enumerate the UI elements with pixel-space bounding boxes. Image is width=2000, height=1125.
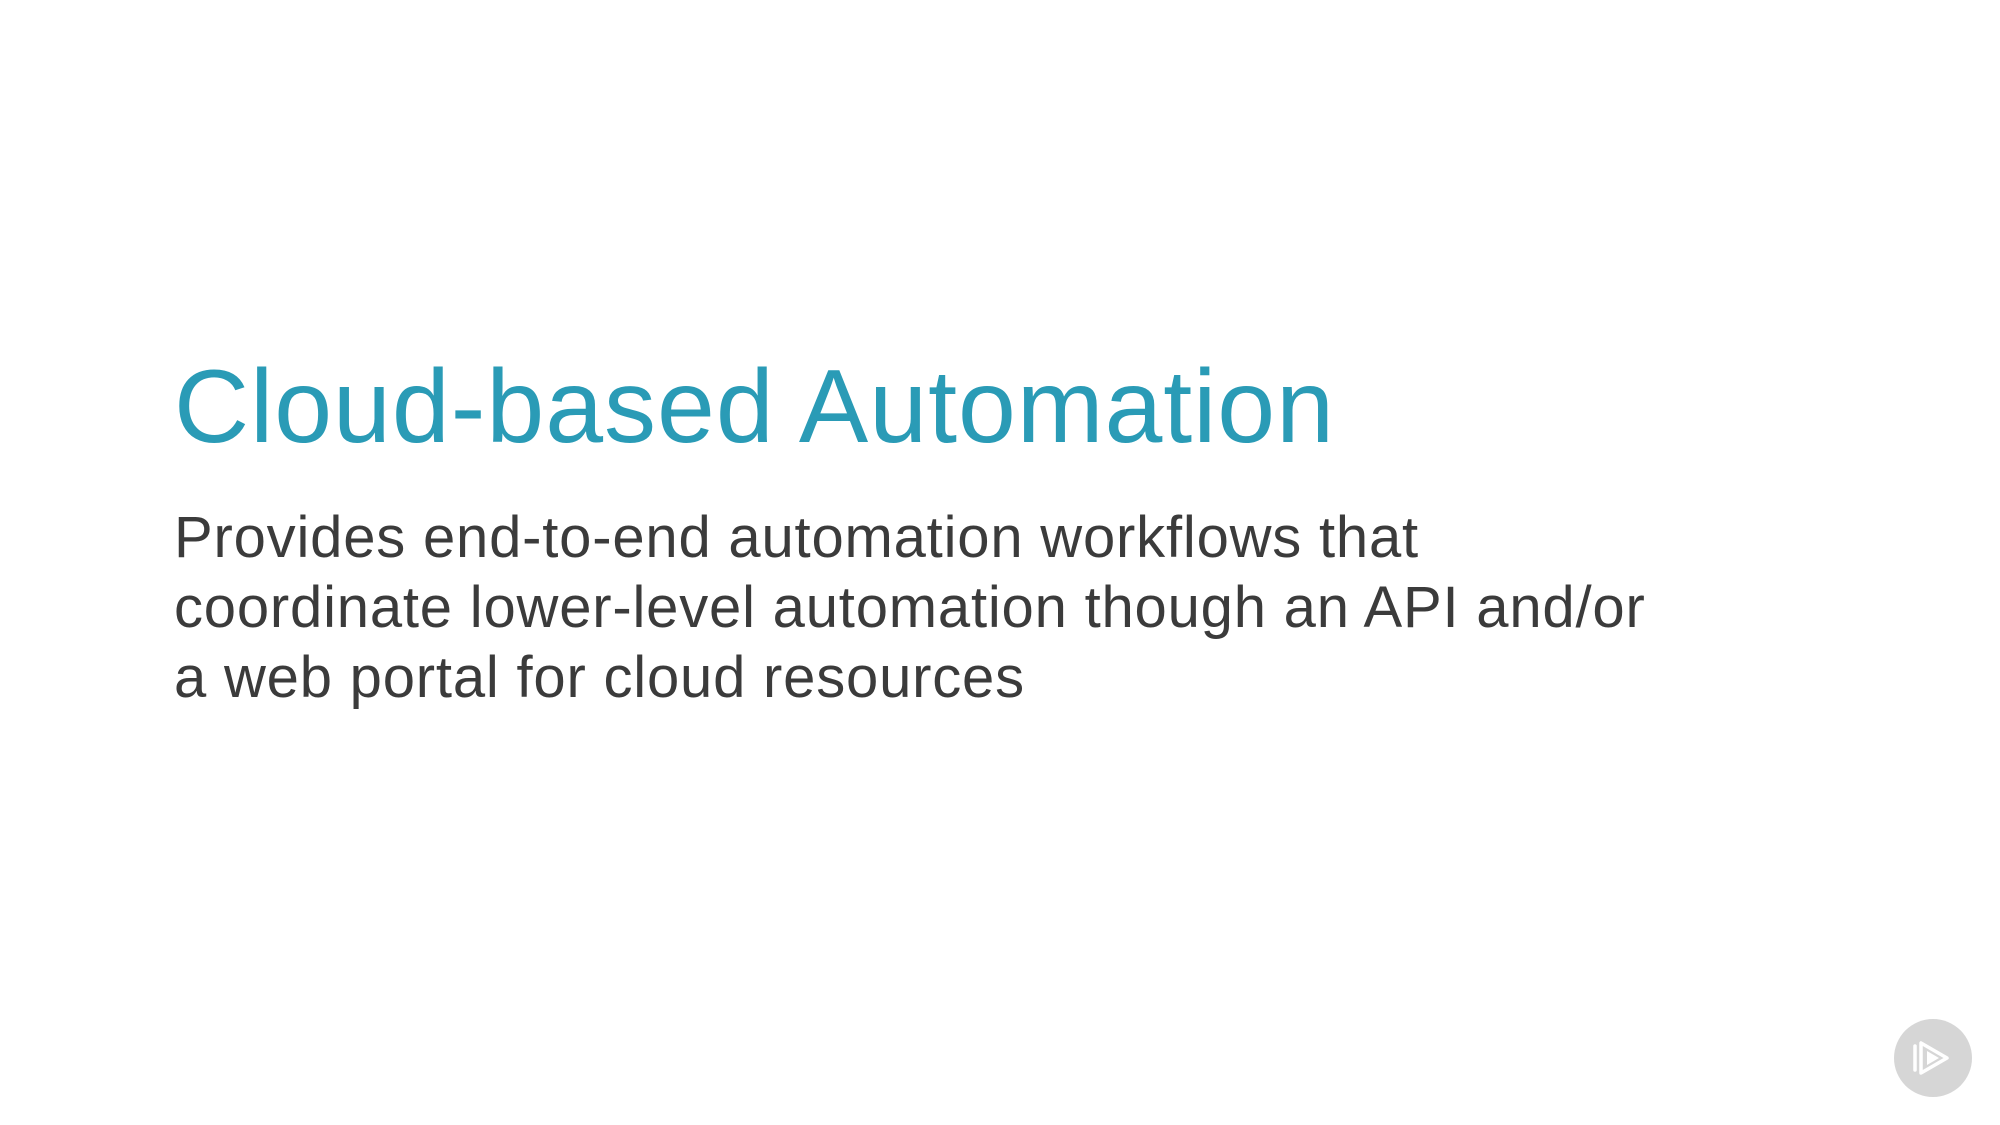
body-line: coordinate lower-level automation though… — [174, 575, 1646, 640]
slide-body: Provides end-to-end automation workflows… — [174, 503, 1854, 713]
body-line: Provides end-to-end automation workflows… — [174, 505, 1419, 570]
play-logo-icon — [1894, 1019, 1972, 1097]
slide-content: Cloud-based Automation Provides end-to-e… — [174, 355, 1874, 713]
slide-title: Cloud-based Automation — [174, 349, 1335, 465]
body-line: a web portal for cloud resources — [174, 645, 1025, 710]
